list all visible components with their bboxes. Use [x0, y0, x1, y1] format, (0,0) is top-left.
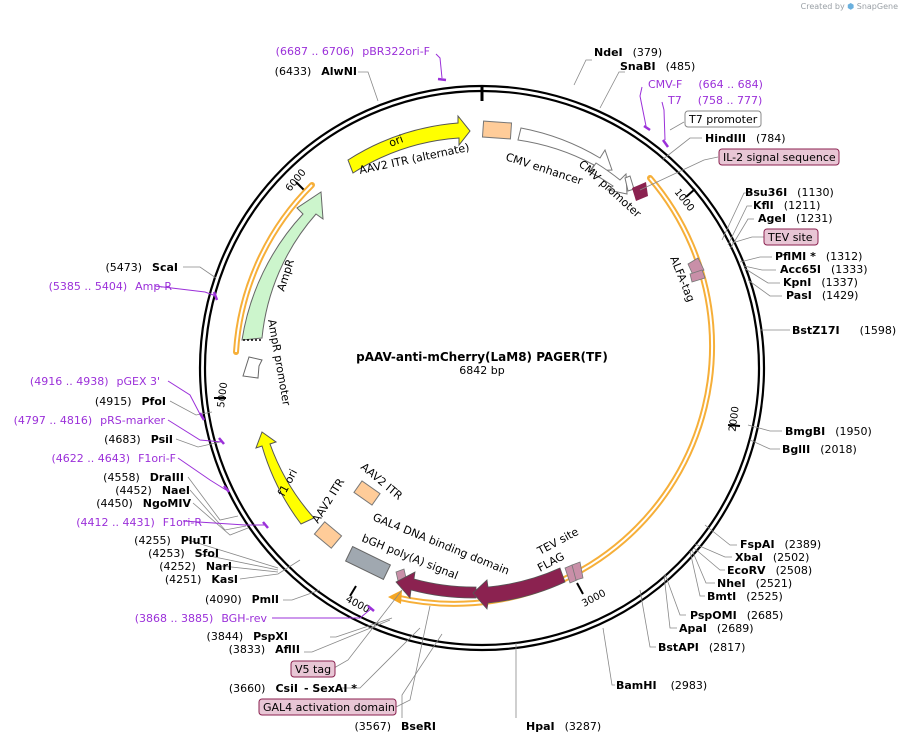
site-naei: (4452)NaeI — [115, 484, 190, 497]
site-xbai: XbaI(2502) — [735, 551, 809, 564]
primer-bgh-rev: (3868 .. 3885)BGH-rev — [135, 612, 268, 625]
t7-promoter-label: T7 promoter — [688, 113, 758, 126]
site-bstz17i: BstZ17I(1598) — [792, 324, 896, 337]
tick-label-5000: 5000 — [216, 382, 230, 409]
site-pmli: (4090)PmlI — [205, 593, 279, 606]
site-nhei: NheI(2521) — [717, 577, 792, 590]
site-kpni: KpnI(1337) — [783, 276, 858, 289]
site-ecorv: EcoRV(2508) — [727, 564, 812, 577]
site-leader-lines — [515, 59, 790, 718]
v5-tag-label: V5 tag — [295, 663, 331, 676]
aav2-itr-box-a — [313, 521, 343, 549]
primer-f1ori-f: (4622 .. 4643)F1ori-F — [52, 452, 177, 465]
site-kasi: (4251)KasI — [165, 573, 238, 586]
site-alwni: (6433)AlwNI — [275, 65, 357, 78]
site-aflii: (3833)AflII — [229, 643, 300, 656]
il2-signal-box — [718, 148, 840, 166]
site-agei: AgeI(1231) — [758, 212, 833, 225]
site-hindiii: HindIII(784) — [705, 132, 786, 145]
primer-ticks — [198, 77, 670, 612]
ampr-promoter-arrow — [242, 356, 263, 379]
tick-label-2000: 2000 — [728, 406, 742, 433]
ori-label: ori — [387, 132, 405, 149]
primer-cmv-f: CMV-F(664 .. 684) — [648, 78, 763, 91]
aav2-itr-box-b — [353, 480, 381, 506]
tick-label-3000: 3000 — [580, 588, 608, 610]
plasmid-name: pAAV-anti-mCherry(LaM8) PAGER(TF) — [356, 350, 608, 364]
tev-site-feature — [571, 561, 584, 581]
tick-marks — [214, 181, 741, 597]
cmv-enhancer-label: CMV enhancer — [504, 150, 585, 187]
t7-promoter-box — [684, 110, 762, 128]
site-kfli: KflI(1211) — [753, 199, 820, 212]
gal4-activation-arrow — [395, 571, 477, 599]
plasmid-size: 6842 bp — [459, 364, 504, 377]
site-ngomiv: (4450)NgoMIV — [96, 497, 191, 510]
primer-pgex3: (4916 .. 4938)pGEX 3' — [30, 375, 160, 388]
site-psii: (4683)PsiI — [104, 433, 173, 446]
primers-left: (6687 .. 6706)pBR322ori-F (5385 .. 5404)… — [14, 45, 430, 625]
primers-right: CMV-F(664 .. 684) T7(758 .. 777) — [648, 78, 763, 107]
site-apai: ApaI(2689) — [679, 622, 753, 635]
site-bseri: (3567)BseRI — [354, 720, 436, 733]
site-snabi: SnaBI(485) — [620, 60, 695, 73]
gal4-dbd-arrow — [472, 567, 566, 610]
site-fspai: FspAI(2389) — [740, 538, 821, 551]
site-hpai: HpaI(3287) — [526, 720, 601, 733]
site-bmgbi: BmgBI(1950) — [785, 425, 872, 438]
v5-tag-box — [290, 660, 336, 678]
site-bstapi: BstAPI(2817) — [658, 641, 745, 654]
primer-leaders — [154, 53, 666, 619]
primer-pbr322ori-f: (6687 .. 6706)pBR322ori-F — [276, 45, 430, 58]
site-bmti: BmtI(2525) — [707, 590, 783, 603]
site-pasi: PasI(1429) — [786, 289, 858, 302]
tev-site-box — [763, 228, 819, 246]
snapgene-logo-icon: ⬢ — [847, 2, 855, 11]
ori-arrow — [347, 114, 471, 174]
primer-amp-r: (5385 .. 5404)Amp-R — [49, 280, 173, 293]
cmv-promoter-arrow — [589, 162, 628, 195]
site-bamhi: BamHI(2983) — [616, 679, 707, 692]
primer-t7: T7(758 .. 777) — [667, 94, 762, 107]
gal4-activation-label: GAL4 activation domain — [263, 701, 395, 714]
site-acc65i: Acc65I(1333) — [780, 263, 868, 276]
site-csii: (3660)CsiI- SexAI * — [229, 682, 357, 695]
bgh-polya-box — [344, 545, 392, 581]
aav2-itr-alt-box — [481, 120, 513, 140]
il2-signal-label: IL-2 signal sequence — [723, 151, 836, 164]
site-bglii: BglII(2018) — [782, 443, 857, 456]
snapgene-credit: Created by ⬢ SnapGene — [801, 2, 898, 11]
orf-arrow-head — [388, 590, 402, 604]
site-pflmi: PflMI *(1312) — [775, 250, 862, 263]
site-pspxi: (3844)PspXI — [207, 630, 288, 643]
left-site-leader-lines — [169, 71, 443, 718]
primer-prs-marker: (4797 .. 4816)pRS-marker — [14, 414, 166, 427]
ampr-promoter-label: AmpR promoter — [265, 318, 293, 407]
credit-prefix: Created by — [800, 2, 845, 11]
site-nari: (4252)NarI — [159, 560, 232, 573]
left-sites: (3567)BseRI (3660)CsiI- SexAI * (3833)Af… — [95, 65, 436, 733]
credit-brand: SnapGene — [856, 2, 898, 11]
gal4-activation-box — [258, 698, 397, 716]
site-bsu36i: Bsu36I(1130) — [745, 186, 834, 199]
aav2-itr-label-a: AAV2 ITR — [310, 476, 348, 526]
site-pspomi: PspOMI(2685) — [690, 609, 783, 622]
primer-f1ori-r: (4412 .. 4431)F1ori-R — [76, 516, 202, 529]
site-sfoi: (4253)SfoI — [148, 547, 219, 560]
ampr-arrow — [241, 191, 324, 341]
site-pfoi: (4915)PfoI — [95, 395, 166, 408]
site-ndei: NdeI(379) — [594, 46, 662, 59]
f1-ori-arrow — [255, 431, 315, 525]
site-draiii: (4558)DraIII — [103, 471, 184, 484]
tev-site-label: TEV site — [767, 231, 813, 244]
site-scai: (5473)ScaI — [105, 261, 178, 274]
right-sites: NdeI(379) SnaBI(485) HindIII(784) Bsu36I… — [526, 46, 896, 733]
site-pluti: (4255)PluTI — [134, 534, 212, 547]
boxed-labels: T7 promoter IL-2 signal sequence TEV sit… — [258, 110, 840, 716]
il2-signal-feature — [632, 182, 648, 201]
